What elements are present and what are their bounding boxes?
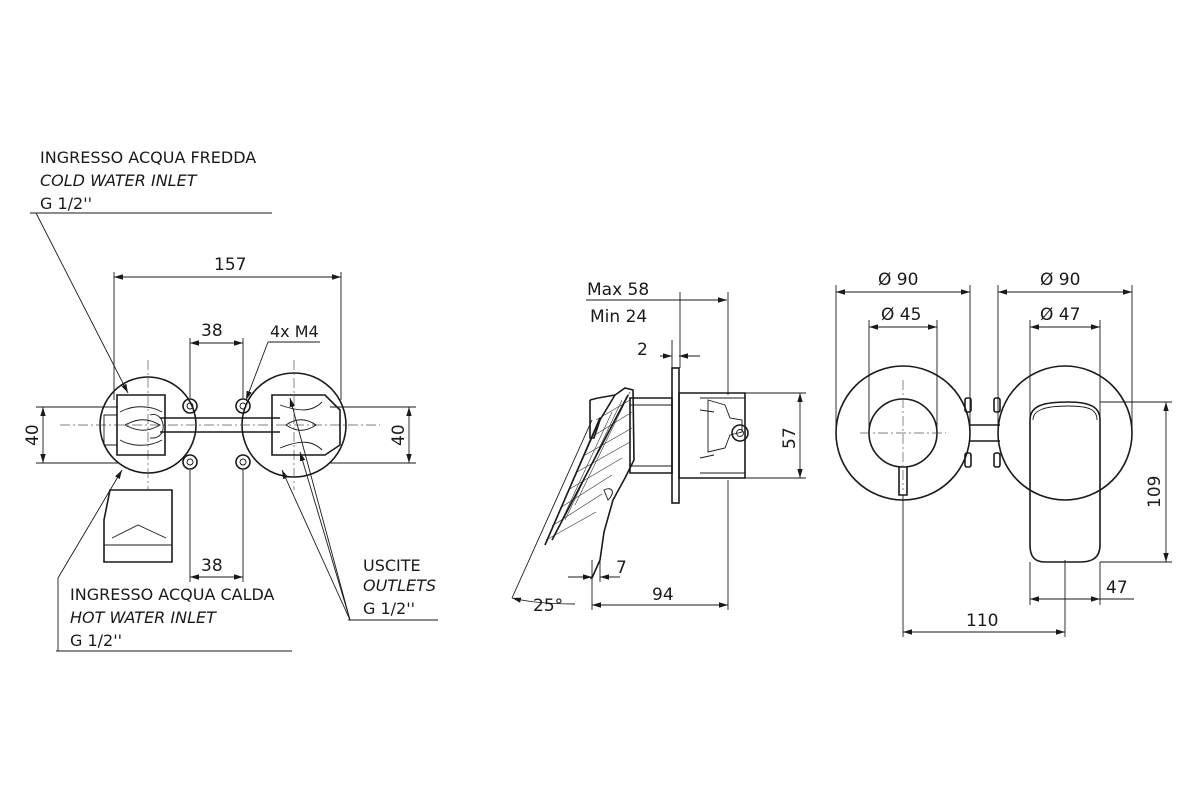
dim-40-left: 40 <box>23 424 43 446</box>
dim-dia-90-right: Ø 90 <box>1040 270 1080 290</box>
dim-157: 157 <box>214 255 246 275</box>
dim-dia-45: Ø 45 <box>881 305 921 325</box>
dim-110: 110 <box>966 611 998 631</box>
dim-38-top: 38 <box>201 321 223 341</box>
screw-bosses <box>182 398 251 470</box>
dim-109: 109 <box>1145 476 1165 508</box>
screws-label: 4x M4 <box>270 322 319 341</box>
side-view: 25° Max 58 Min 24 2 57 7 94 <box>511 280 806 616</box>
lever-elevation <box>1029 401 1101 563</box>
dim-dia-90-left: Ø 90 <box>878 270 918 290</box>
dim-40-right: 40 <box>389 424 409 446</box>
lever-front <box>103 489 173 563</box>
dim-7: 7 <box>616 558 627 578</box>
dim-min-24: Min 24 <box>590 307 647 327</box>
lever-side <box>589 387 635 579</box>
cold-inlet-size: G 1/2'' <box>40 194 92 213</box>
dim-94: 94 <box>652 585 674 605</box>
hot-inlet-label-en: HOT WATER INLET <box>70 608 217 627</box>
dim-angle-25: 25° <box>533 596 563 616</box>
hot-inlet-size: G 1/2'' <box>70 631 122 650</box>
dim-max-58: Max 58 <box>587 280 649 300</box>
dim-dia-47: Ø 47 <box>1040 305 1080 325</box>
rosette-right-elevation <box>997 365 1133 501</box>
wall-plate <box>671 367 680 504</box>
valve-body-side <box>678 392 746 479</box>
right-valve-body <box>271 394 341 456</box>
dim-plate-2: 2 <box>637 340 648 360</box>
cold-inlet-label-en: COLD WATER INLET <box>40 171 198 190</box>
outlets-label-en: OUTLETS <box>363 576 436 595</box>
front-view: 157 38 4x M4 38 40 40 INGRESSO ACQUA FRE… <box>23 148 438 652</box>
outlets-label-it: USCITE <box>363 556 421 575</box>
dim-47-bottom: 47 <box>1106 578 1128 598</box>
hot-inlet-label-it: INGRESSO ACQUA CALDA <box>70 585 275 604</box>
front-elevation: Ø 90 Ø 45 Ø 90 Ø 47 109 110 47 <box>835 270 1172 637</box>
cold-inlet-label-it: INGRESSO ACQUA FREDDA <box>40 148 256 167</box>
dim-38-bottom: 38 <box>201 556 223 576</box>
dim-57: 57 <box>780 427 800 449</box>
outlets-size: G 1/2'' <box>363 599 415 618</box>
